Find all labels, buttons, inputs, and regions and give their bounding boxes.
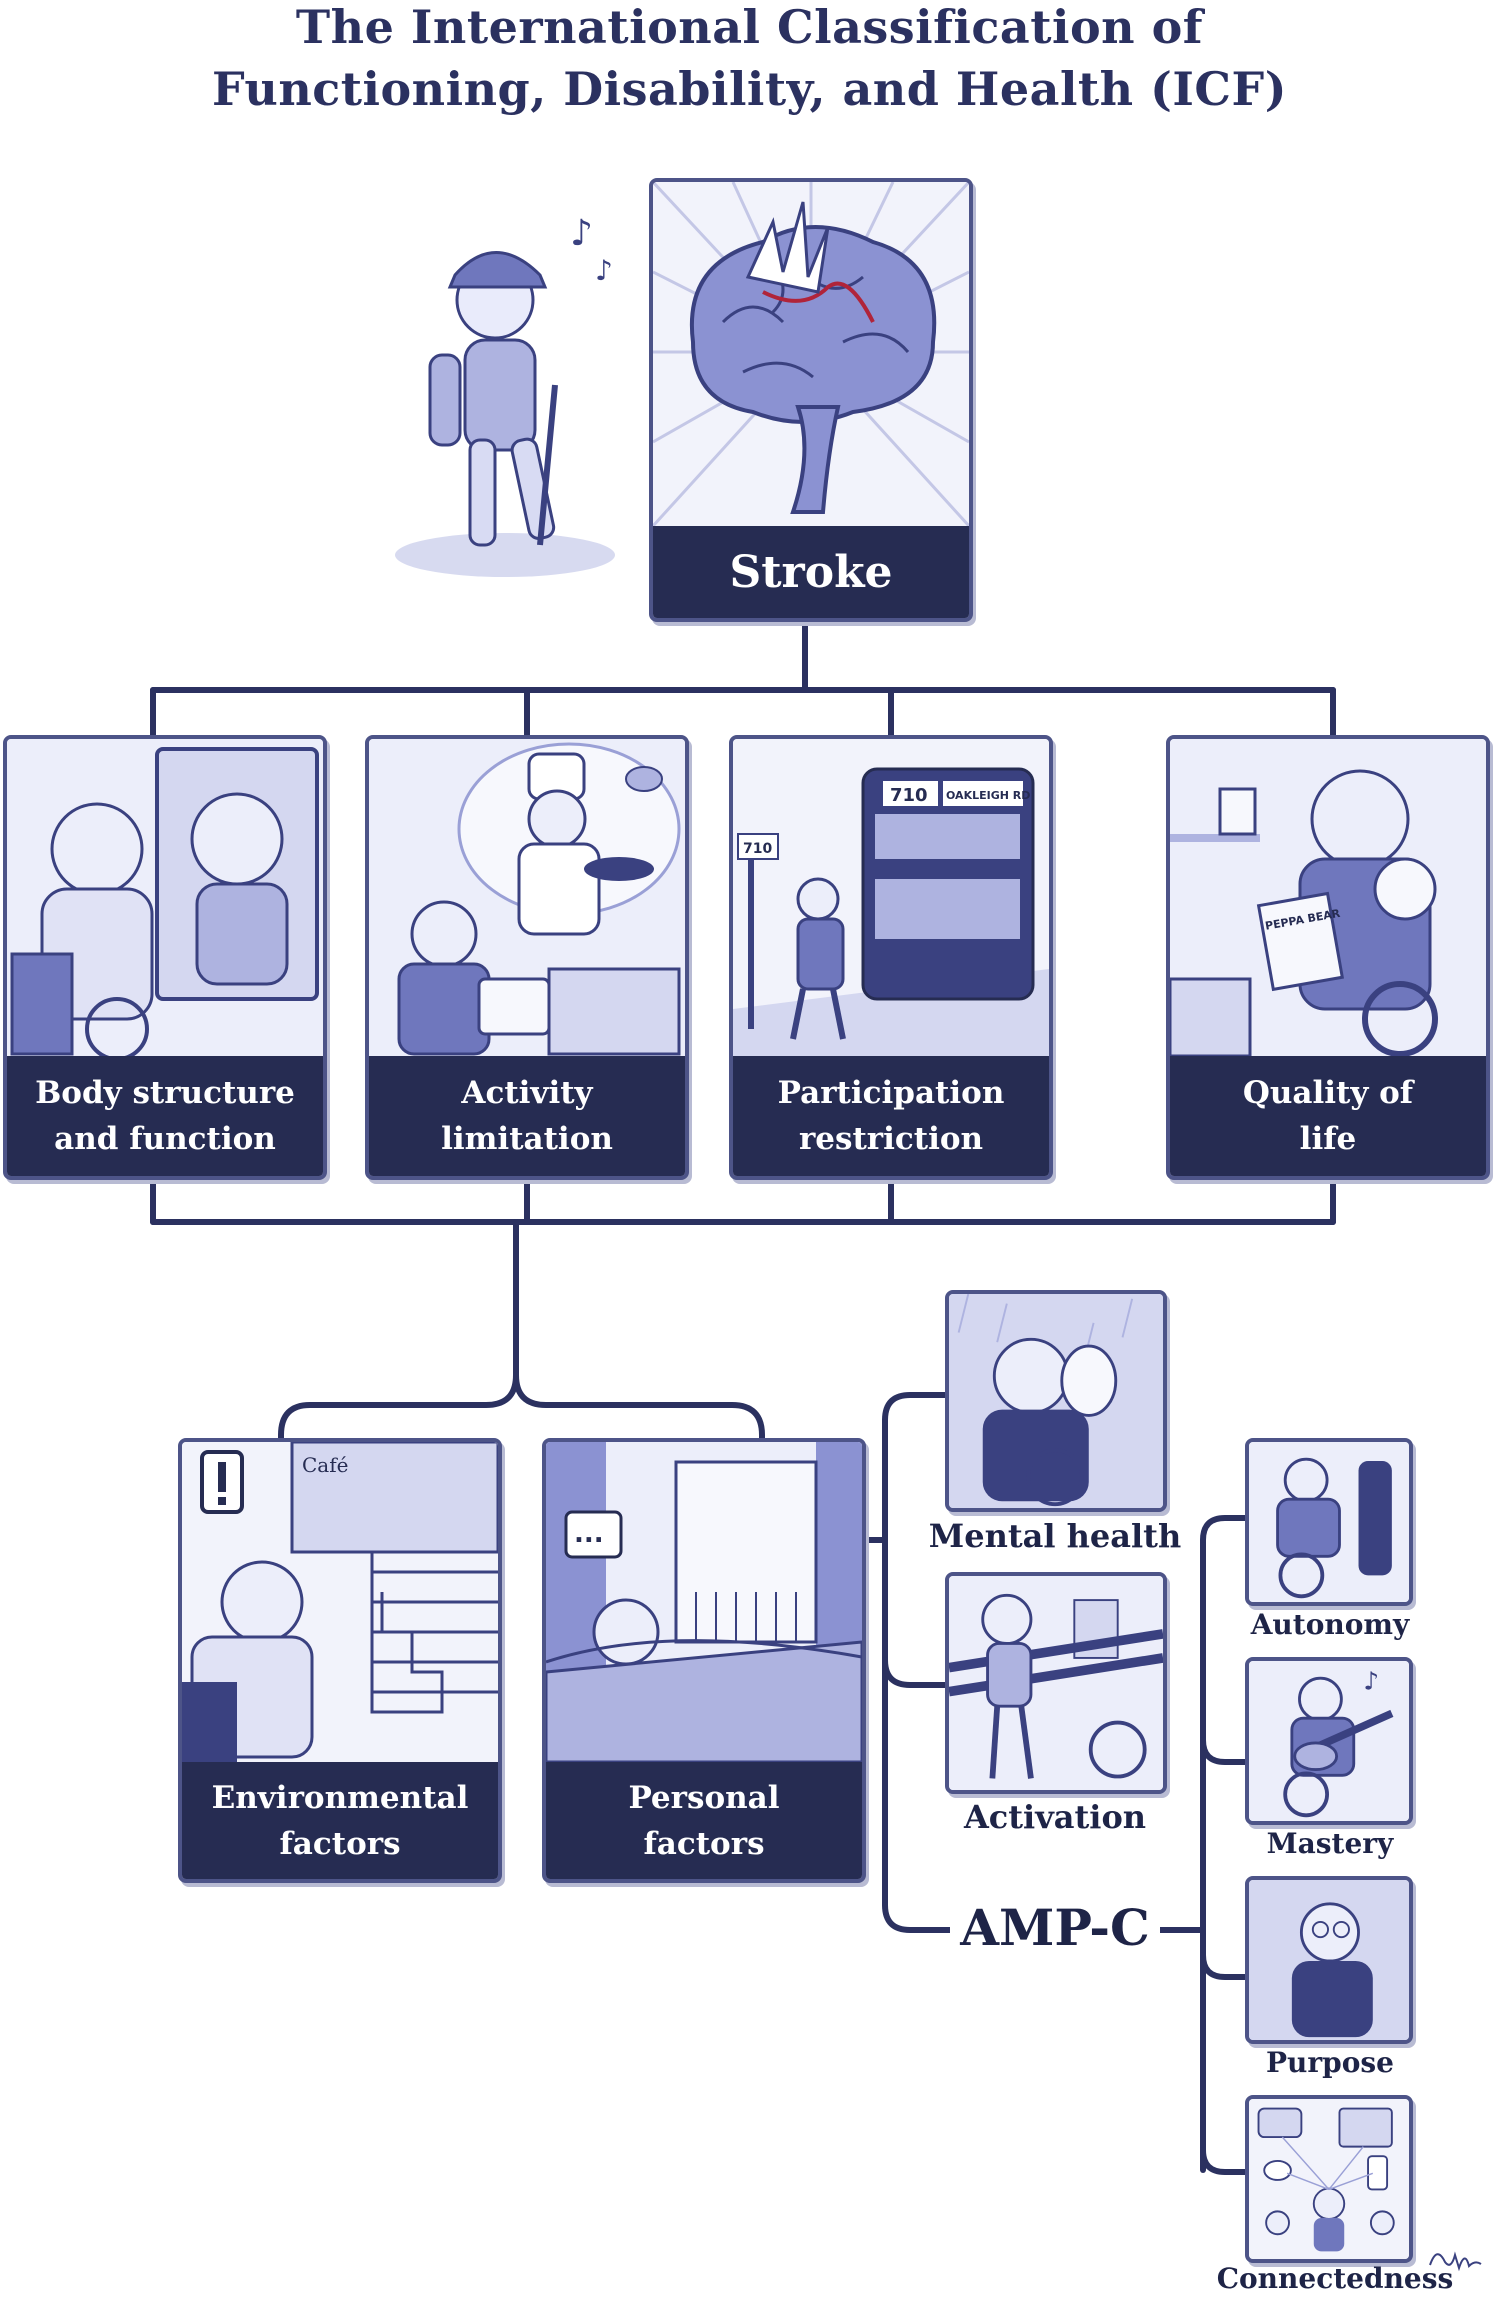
personal-factors-card: ... Personal factors xyxy=(542,1438,866,1883)
quality-of-life-line2: life xyxy=(1299,1121,1357,1157)
quality-of-life-line1: Quality of xyxy=(1242,1075,1414,1111)
quality-of-life-label: Quality of life xyxy=(1170,1056,1486,1176)
stroke-card: Stroke xyxy=(649,178,973,622)
reading-illustration: PEPPA BEAR xyxy=(1170,739,1486,1056)
environmental-factors-label: Environmental factors xyxy=(182,1762,498,1879)
cooking-illustration xyxy=(369,739,685,1056)
ampc-label: AMP-C xyxy=(950,1898,1160,1957)
participation-restriction-card: 710 OAKLEIGH RD 710 Participation restric… xyxy=(729,735,1053,1180)
body-structure-label: Body structure and function xyxy=(7,1056,323,1176)
purpose-image xyxy=(1245,1876,1413,2044)
environmental-factors-card: Café Environmental factors xyxy=(178,1438,502,1883)
connectedness-image xyxy=(1245,2095,1413,2263)
speech-bubble-dots: ... xyxy=(574,1519,604,1549)
body-structure-line2: and function xyxy=(54,1121,276,1157)
autonomy-image xyxy=(1245,1438,1413,1606)
participation-restriction-line2: restriction xyxy=(798,1121,984,1157)
personal-factors-line2: factors xyxy=(643,1825,765,1862)
svg-text:♪: ♪ xyxy=(570,213,593,254)
connectedness-label: Connectedness xyxy=(1216,2262,1454,2295)
purpose-label: Purpose xyxy=(1266,2046,1394,2079)
cafe-stairs-illustration: Café xyxy=(182,1442,498,1762)
title-line-1: The International Classification of xyxy=(295,0,1204,54)
bus-route-number: 710 xyxy=(890,785,928,806)
quality-of-life-card: PEPPA BEAR Quality of life xyxy=(1166,735,1490,1180)
activity-limitation-card: Activity limitation xyxy=(365,735,689,1180)
mastery-label: Mastery xyxy=(1266,1827,1394,1860)
personal-factors-line1: Personal xyxy=(628,1779,780,1816)
participation-restriction-line1: Participation xyxy=(777,1075,1005,1111)
activation-image xyxy=(945,1572,1167,1794)
svg-text:♪: ♪ xyxy=(595,254,613,287)
title-line-2: Functioning, Disability, and Health (ICF… xyxy=(212,62,1287,116)
activity-limitation-label: Activity limitation xyxy=(369,1056,685,1176)
bus-illustration: 710 OAKLEIGH RD 710 xyxy=(733,739,1049,1056)
activity-limitation-line2: limitation xyxy=(441,1121,613,1157)
cafe-sign: Café xyxy=(302,1453,348,1477)
bed-illustration: ... xyxy=(546,1442,862,1762)
artist-signature xyxy=(1429,2251,1482,2272)
personal-factors-label: Personal factors xyxy=(546,1762,862,1879)
activation-label: Activation xyxy=(963,1798,1147,1836)
bus-stop-sign: 710 xyxy=(743,841,772,857)
mental-health-image xyxy=(945,1290,1167,1512)
walking-man-illustration: ♪ ♪ xyxy=(370,205,620,585)
body-structure-card: Body structure and function xyxy=(3,735,327,1180)
activity-limitation-line1: Activity xyxy=(461,1075,593,1111)
svg-text:♪: ♪ xyxy=(1363,1667,1379,1696)
environmental-factors-line1: Environmental xyxy=(211,1779,469,1816)
mirror-illustration xyxy=(7,739,323,1056)
mastery-image: ♪ xyxy=(1245,1657,1413,1825)
body-structure-line1: Body structure xyxy=(35,1075,295,1111)
environmental-factors-line2: factors xyxy=(279,1825,401,1862)
bus-destination: OAKLEIGH RD xyxy=(946,789,1030,802)
stroke-label: Stroke xyxy=(653,526,969,618)
participation-restriction-label: Participation restriction xyxy=(733,1056,1049,1176)
autonomy-label: Autonomy xyxy=(1250,1608,1410,1641)
brain-illustration xyxy=(653,182,969,526)
mental-health-label: Mental health xyxy=(928,1517,1182,1555)
